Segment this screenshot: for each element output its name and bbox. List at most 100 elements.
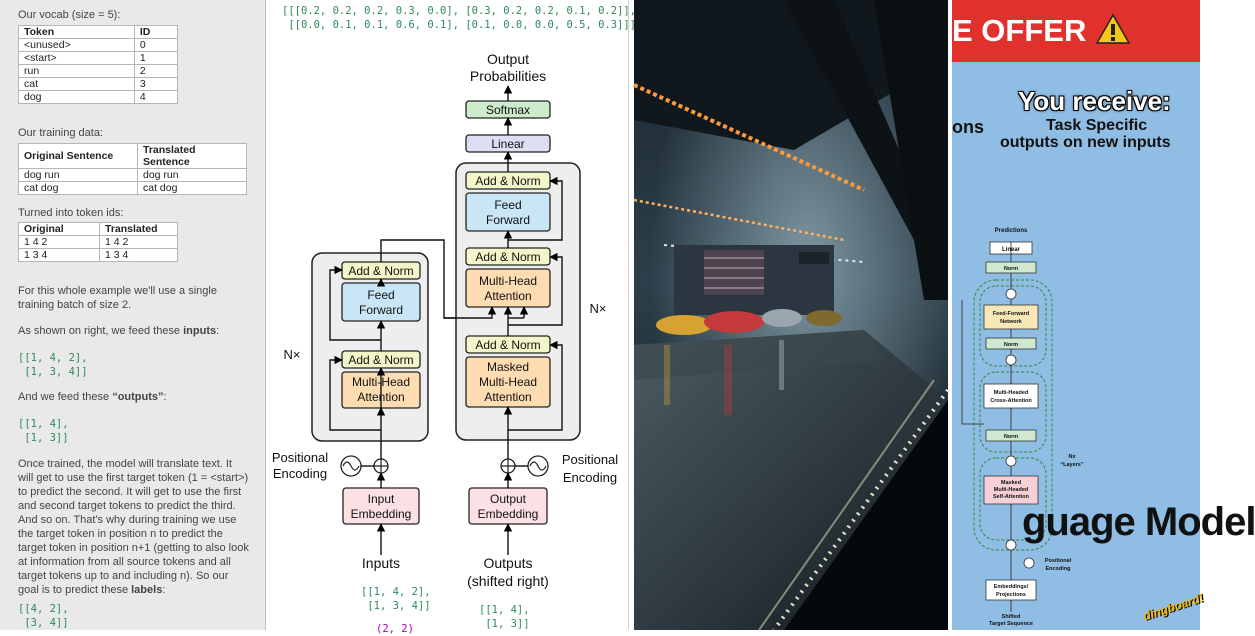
training-header-row: Original Sentence Translated Sentence bbox=[18, 143, 247, 169]
training-translated: dog run bbox=[137, 168, 247, 182]
vocab-header-row: Token ID bbox=[18, 25, 179, 39]
decoder-masked-label-1: Masked bbox=[487, 360, 529, 374]
model-heading: guage Model bbox=[1022, 500, 1255, 544]
tokenids-title: Turned into token ids: bbox=[18, 207, 124, 219]
arena-photo-illustration bbox=[633, 0, 950, 632]
vocab-id: 2 bbox=[133, 64, 179, 78]
encoder-add-norm-2-label: Add & Norm bbox=[348, 264, 413, 278]
mini-add-icon-3 bbox=[1005, 455, 1017, 467]
tokenids-header-original: Original bbox=[18, 222, 100, 236]
offer-banner: E OFFER bbox=[952, 0, 1200, 62]
mini-linear-label: Linear bbox=[1002, 247, 1021, 253]
partial-code: (2, 2) bbox=[376, 623, 414, 635]
vocab-id: 1 bbox=[133, 51, 179, 65]
vocab-token: run bbox=[18, 64, 135, 78]
outputs-label-2: (shifted right) bbox=[467, 573, 549, 589]
decoder-positional-label-2: Encoding bbox=[563, 470, 617, 485]
encoder-mha-label-2: Attention bbox=[357, 390, 404, 404]
decoder-feed-label-2: Forward bbox=[486, 213, 530, 227]
training-title: Our training data: bbox=[18, 127, 103, 139]
labels-code: [[4, 2], [3, 4]] bbox=[18, 603, 69, 629]
mini-emb-label-2: Projections bbox=[996, 592, 1026, 598]
vocab-id: 0 bbox=[133, 38, 179, 52]
diagram-outputs-code: [[1, 4], [1, 3]] bbox=[479, 604, 530, 630]
explain-text: Once trained, the model will translate t… bbox=[18, 457, 250, 597]
outputs-prefix: And we feed these bbox=[18, 391, 113, 403]
outputs-code: [[1, 4], [1, 3]] bbox=[18, 418, 69, 444]
output-embedding-label-1: Output bbox=[490, 492, 527, 506]
explain-body: Once trained, the model will translate t… bbox=[18, 458, 249, 596]
explain-bold: labels bbox=[131, 584, 163, 596]
mini-cross-label-2: Cross-Attention bbox=[990, 398, 1032, 404]
diagram-inputs-code: [[1, 4, 2], [1, 3, 4]] bbox=[361, 586, 431, 612]
diagram-arrows bbox=[329, 85, 563, 555]
encoder-positional-label-2: Encoding bbox=[273, 466, 327, 481]
vocab-token: <start> bbox=[18, 51, 135, 65]
table-row: <start>1 bbox=[18, 51, 179, 65]
task-line-1: Task Specific bbox=[1046, 117, 1148, 134]
mini-predictions-label: Predictions bbox=[995, 228, 1028, 234]
inputs-sentence: As shown on right, we feed these inputs: bbox=[18, 324, 250, 338]
warning-icon bbox=[1095, 13, 1131, 44]
mini-masked-label-3: Self-Attention bbox=[993, 494, 1030, 500]
mini-masked-label-1: Masked bbox=[1001, 480, 1021, 486]
mini-pos-label-1: Positional bbox=[1045, 558, 1072, 564]
training-original: dog run bbox=[18, 168, 138, 182]
tokenids-translated: 1 3 4 bbox=[99, 248, 178, 262]
mini-norm-label-2: Norm bbox=[1004, 342, 1018, 348]
decoder-add-norm-3-label: Add & Norm bbox=[475, 174, 540, 188]
vocab-token: cat bbox=[18, 77, 135, 91]
mini-ffn-label-1: Feed-Forward bbox=[993, 311, 1029, 317]
mini-transformer-diagram: Predictions Linear Norm Feed-Forward Net… bbox=[961, 228, 1084, 627]
mini-masked-attention-block bbox=[983, 475, 1039, 505]
inputs-code: [[1, 4, 2], [1, 3, 4]] bbox=[18, 352, 88, 378]
mini-target-label-1: Shifted bbox=[1002, 614, 1021, 620]
tokenids-header-row: Original Translated bbox=[18, 222, 178, 236]
training-header-translated: Translated Sentence bbox=[137, 143, 247, 169]
mini-nx-label-2: “Layers” bbox=[1060, 462, 1083, 468]
vocab-token: dog bbox=[18, 90, 135, 104]
encoder-positional-label-1: Positional bbox=[272, 450, 328, 465]
inputs-suffix: : bbox=[216, 325, 220, 337]
training-translated: cat dog bbox=[137, 181, 247, 195]
vocab-title: Our vocab (size = 5): bbox=[18, 9, 121, 21]
training-table: Original Sentence Translated Sentence do… bbox=[18, 143, 247, 195]
outputs-suffix: : bbox=[163, 391, 167, 403]
training-header-original: Original Sentence bbox=[18, 143, 138, 169]
tokenids-original: 1 3 4 bbox=[18, 248, 100, 262]
vocab-header-token: Token bbox=[18, 25, 135, 39]
transformer-diagram: Output Probabilities Softmax Linear Add … bbox=[272, 51, 618, 589]
mini-plus-icon bbox=[1005, 539, 1017, 551]
outputs-bold: “outputs” bbox=[112, 391, 164, 403]
input-embedding-label-2: Embedding bbox=[351, 507, 412, 521]
mini-add-icon-2 bbox=[1005, 354, 1017, 366]
mini-norm-label-3: Norm bbox=[1004, 434, 1018, 440]
output-title-line1: Output bbox=[487, 51, 529, 67]
encoder-nx-label: N× bbox=[284, 347, 301, 362]
tutorial-notes-panel: Our vocab (size = 5): Token ID <unused>0… bbox=[0, 0, 266, 630]
tokenids-translated: 1 4 2 bbox=[99, 235, 178, 249]
batch-text: For this whole example we'll use a singl… bbox=[18, 285, 217, 311]
mini-ffn-label-2: Network bbox=[1000, 319, 1023, 325]
input-embedding-label-1: Input bbox=[368, 492, 395, 506]
outputs-sentence: And we feed these “outputs”: bbox=[18, 390, 250, 404]
mini-target-label-2: Target Sequence bbox=[989, 621, 1033, 627]
vocab-id: 4 bbox=[133, 90, 179, 104]
inputs-bold: inputs bbox=[183, 325, 217, 337]
vocab-id: 3 bbox=[133, 77, 179, 91]
decoder-add-norm-2-label: Add & Norm bbox=[475, 250, 540, 264]
output-title-line2: Probabilities bbox=[470, 68, 546, 84]
softmax-label: Softmax bbox=[486, 103, 530, 117]
output-embedding-label-2: Embedding bbox=[478, 507, 539, 521]
tokenids-original: 1 4 2 bbox=[18, 235, 100, 249]
outputs-label-1: Outputs bbox=[483, 555, 532, 571]
